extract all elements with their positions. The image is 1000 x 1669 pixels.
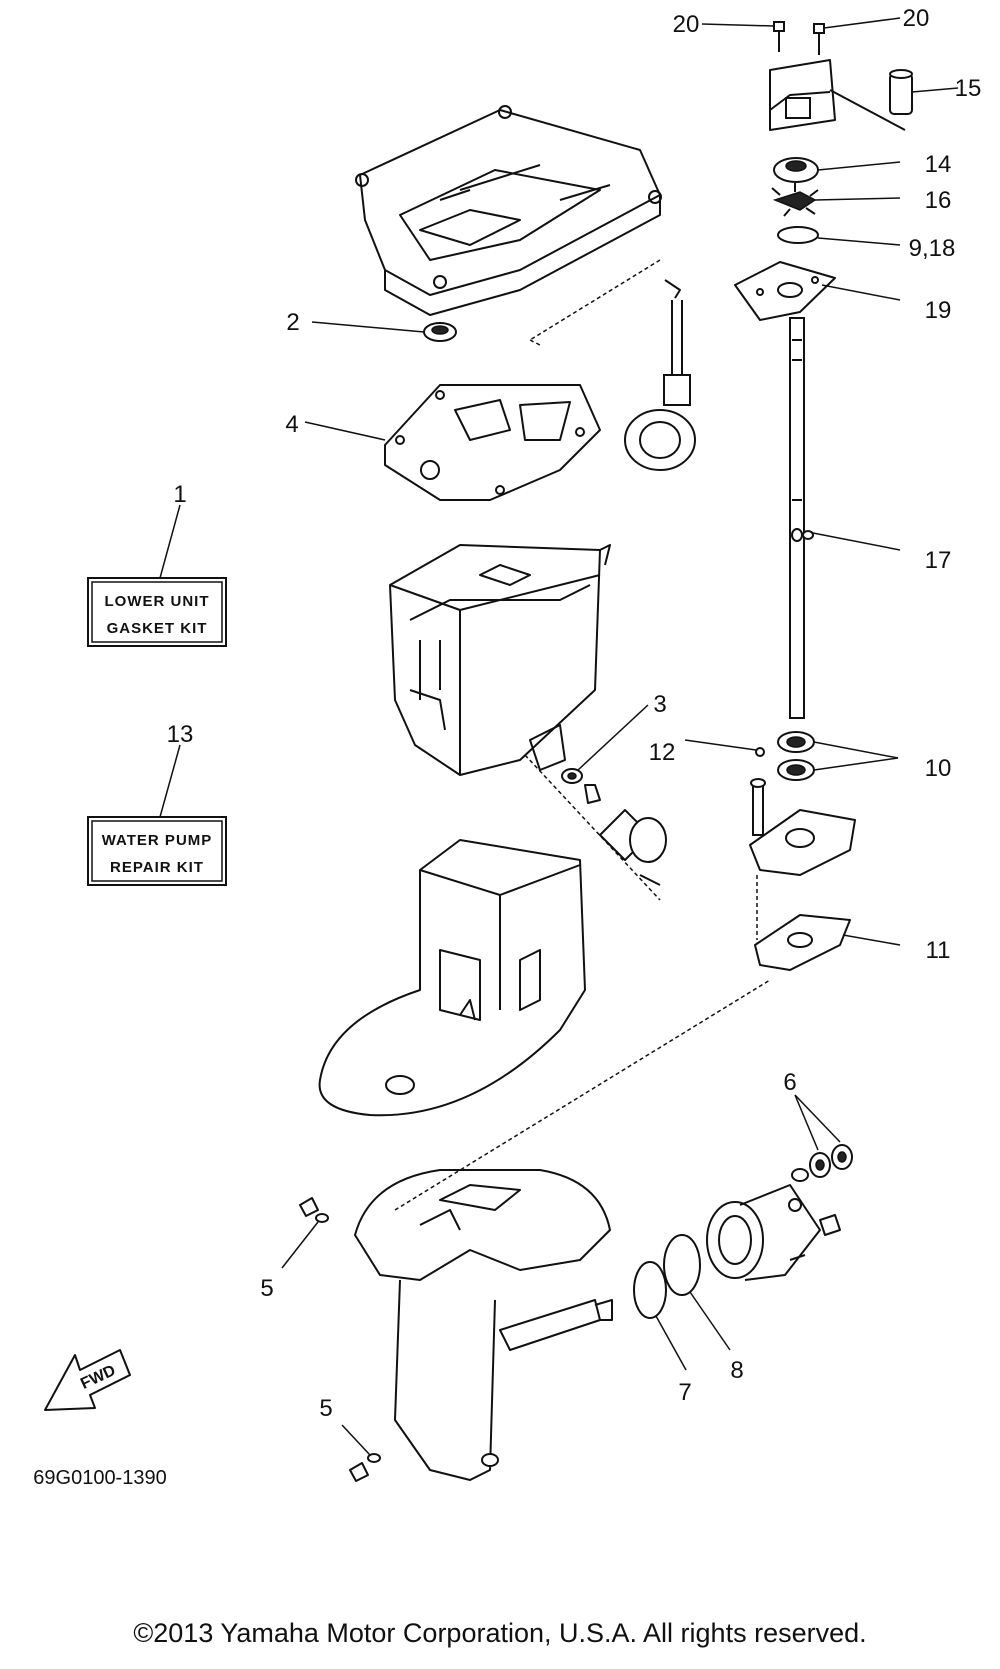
callout-15: 15: [955, 75, 982, 102]
callout-11: 11: [926, 937, 951, 964]
callout-2: 2: [286, 309, 299, 336]
callout-20-right: 20: [903, 5, 930, 32]
oil-seal-housing: [749, 778, 856, 940]
pump-kit-line2: REPAIR KIT: [110, 859, 204, 876]
part-20-bolt-left: [773, 21, 785, 52]
part-14-insert-cartridge: [773, 157, 819, 183]
callout-12: 12: [649, 739, 676, 766]
callout-20-left: 20: [673, 11, 700, 38]
callout-10: 10: [925, 755, 952, 782]
callout-13: 13: [167, 721, 194, 748]
forward-direction-arrow: FWD: [44, 1349, 131, 1411]
part-9-18-gasket: [777, 226, 819, 244]
part-16-impeller: [771, 183, 819, 217]
fwd-label: FWD: [78, 1362, 118, 1393]
drive-shaft: [789, 317, 805, 719]
part-5-bolt-upper: [299, 1197, 329, 1223]
part-17-pin: [802, 530, 814, 540]
callout-1: 1: [173, 481, 186, 508]
anti-ventilation-plate: [318, 839, 586, 1117]
part-3-grommet: [524, 754, 667, 901]
diagram-code: 69G0100-1390: [33, 1467, 166, 1489]
part-2-oil-seal: [423, 322, 457, 342]
callout-5-lower: 5: [319, 1395, 332, 1422]
upper-casing: [355, 105, 662, 346]
propeller-shaft-housing: [706, 1168, 841, 1281]
pump-housing: [769, 59, 906, 131]
part-7-o-ring: [633, 1261, 667, 1319]
part-4-gasket: [384, 384, 601, 501]
part-6-bearings: [809, 1144, 853, 1178]
callout-16: 16: [925, 187, 952, 214]
callout-8: 8: [730, 1357, 743, 1384]
part-5-bolt-lower: [349, 1453, 381, 1482]
part-12-ball: [755, 747, 765, 757]
lower-unit-gasket-kit-box: LOWER UNIT GASKET KIT: [87, 577, 227, 647]
water-pump-repair-kit-box: WATER PUMP REPAIR KIT: [87, 816, 227, 886]
callout-7: 7: [678, 1379, 691, 1406]
gasket-kit-line2: GASKET KIT: [107, 620, 208, 637]
callout-17: 17: [925, 547, 952, 574]
lower-gear-case: [354, 979, 771, 1481]
callout-3: 3: [653, 691, 666, 718]
part-20-bolt-right: [813, 23, 825, 55]
copyright-notice: ©2013 Yamaha Motor Corporation, U.S.A. A…: [133, 1618, 867, 1648]
exhaust-pipe-assembly: [624, 279, 696, 471]
drive-shaft-housing: [389, 544, 611, 776]
callout-6: 6: [783, 1069, 796, 1096]
callout-14: 14: [925, 151, 952, 178]
callout-9-18: 9,18: [909, 235, 956, 262]
part-19-outer-plate: [734, 261, 836, 321]
callout-4: 4: [285, 411, 298, 438]
gasket-kit-line1: LOWER UNIT: [105, 593, 210, 610]
part-8-o-ring: [663, 1234, 701, 1296]
callout-19: 19: [925, 297, 952, 324]
pump-kit-line1: WATER PUMP: [102, 832, 213, 849]
callout-5-upper: 5: [260, 1275, 273, 1302]
part-15-grommet: [889, 69, 913, 115]
part-11-gasket: [754, 914, 851, 971]
part-10-seals: [777, 731, 815, 781]
